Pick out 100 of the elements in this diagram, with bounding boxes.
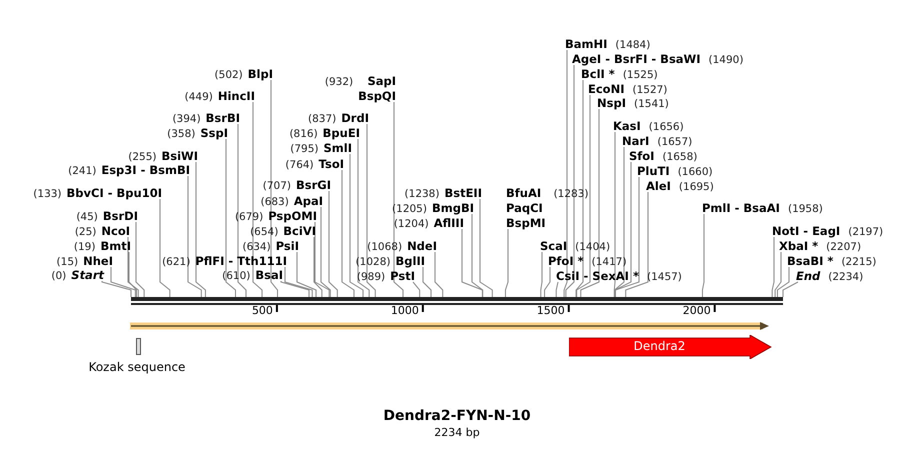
leader-line — [136, 222, 145, 298]
enzyme-name: BbvCI - Bpu10I — [66, 186, 162, 200]
enzyme-name: SfoI — [629, 149, 654, 163]
map-title: Dendra2-FYN-N-10 — [382, 408, 532, 424]
site-position: (1657) — [657, 135, 692, 150]
enzyme-name: ScaI — [540, 239, 568, 253]
leader-line — [128, 236, 139, 298]
site-position: (394) — [172, 112, 201, 127]
leader-line — [128, 252, 138, 298]
leader-line — [564, 50, 568, 298]
leader-line — [774, 252, 782, 298]
enzyme-name: AflIII — [434, 216, 464, 230]
leader-line — [358, 138, 370, 298]
enzyme-name: AgeI - BsrFI - BsaWI — [572, 52, 701, 66]
enzyme-name: NspI — [597, 96, 626, 110]
scale-number: 1500 — [536, 304, 565, 317]
enzyme-name: PaqCI — [506, 201, 543, 215]
feature-label: Kozak sequence — [88, 360, 186, 374]
enzyme-name: NotI - EagI — [772, 224, 840, 238]
enzyme-name: SapI — [367, 74, 396, 88]
enzyme-name: SmlI — [324, 141, 352, 155]
enzyme-name: XbaI * — [779, 239, 818, 253]
site-position: (837) — [308, 112, 336, 127]
enzyme-name: BsiWI — [161, 149, 198, 163]
site-position: (1404) — [575, 240, 610, 255]
site-position: (1656) — [648, 120, 684, 135]
site-position: (1484) — [615, 38, 650, 53]
enzyme-name: BspQI — [358, 89, 396, 103]
site-position: (764) — [285, 158, 314, 173]
site-position: (1658) — [662, 150, 698, 165]
leader-line — [366, 124, 376, 298]
enzyme-name: BclI * — [581, 67, 615, 81]
leader-line — [110, 266, 136, 298]
enzyme-name: Start — [71, 268, 104, 282]
site-position: (1541) — [634, 97, 669, 112]
leader-line — [702, 214, 704, 298]
leader-line — [772, 236, 774, 298]
site-position: (654) — [250, 225, 278, 240]
leader-line — [504, 228, 508, 298]
site-position: (1283) — [554, 187, 588, 202]
leader-line — [544, 266, 550, 298]
site-position: (241) — [68, 164, 96, 179]
enzyme-name: NarI — [622, 134, 650, 148]
enzyme-name: BglII — [396, 254, 425, 268]
site-position: (634) — [242, 240, 271, 255]
leader-line — [102, 280, 132, 298]
site-position: (0) — [51, 269, 66, 284]
leader-line — [472, 214, 484, 298]
enzyme-name: BpuEI — [322, 126, 360, 140]
site-position: (683) — [260, 195, 289, 210]
enzyme-name: AleI — [646, 179, 671, 193]
leader-line — [328, 190, 338, 298]
scale-number: 500 — [252, 304, 273, 317]
leader-line — [314, 236, 322, 298]
leader-line — [252, 102, 263, 298]
feature-arrow-box: Dendra2 — [569, 335, 772, 359]
site-position: (679) — [234, 210, 264, 225]
site-position: (1695) — [678, 180, 714, 195]
site-position: (795) — [290, 142, 318, 157]
site-position: (1068) — [367, 240, 402, 255]
leader-line — [280, 280, 310, 298]
site-position: (133) — [33, 187, 62, 202]
site-position: (255) — [128, 150, 156, 165]
site-position: (1525) — [622, 68, 658, 83]
site-position: (1204) — [394, 217, 429, 232]
site-position: (502) — [214, 68, 243, 83]
leader-line — [540, 252, 542, 298]
scale-number: 2000 — [682, 304, 711, 317]
leader-line — [270, 80, 278, 298]
enzyme-name: KasI — [613, 119, 641, 133]
site-position: (989) — [356, 270, 386, 285]
leader-line — [350, 154, 364, 298]
site-position: (45) — [76, 210, 98, 225]
site-position: (816) — [289, 127, 318, 142]
enzyme-name: PfoI * — [548, 254, 584, 268]
enzyme-name: BamHI — [565, 37, 608, 51]
leader-line — [782, 282, 798, 298]
site-position: (2215) — [841, 255, 876, 270]
enzyme-name: PflFI - Tth111I — [195, 254, 287, 268]
site-position: (358) — [167, 127, 196, 142]
enzyme-name: BsrGI — [296, 178, 331, 192]
leader-line — [776, 266, 790, 298]
enzyme-name: PstI — [390, 269, 415, 283]
leader-line — [320, 206, 331, 298]
leader-line — [196, 162, 206, 298]
enzyme-name: BsaI — [255, 268, 283, 282]
site-position: (1417) — [592, 255, 627, 270]
site-position: (15) — [56, 255, 78, 270]
leader-line — [580, 108, 600, 298]
leader-line — [614, 162, 632, 298]
site-position: (449) — [184, 90, 213, 105]
enzyme-name: BspMI — [506, 216, 546, 230]
enzyme-name: NheI — [83, 254, 113, 268]
leader-line — [226, 138, 236, 298]
leader-line — [576, 94, 590, 298]
site-position: (1527) — [632, 83, 668, 98]
leader-line — [238, 124, 246, 298]
enzyme-name: BciVI — [283, 224, 316, 238]
site-position: (707) — [262, 179, 291, 194]
leader-line — [556, 282, 558, 298]
